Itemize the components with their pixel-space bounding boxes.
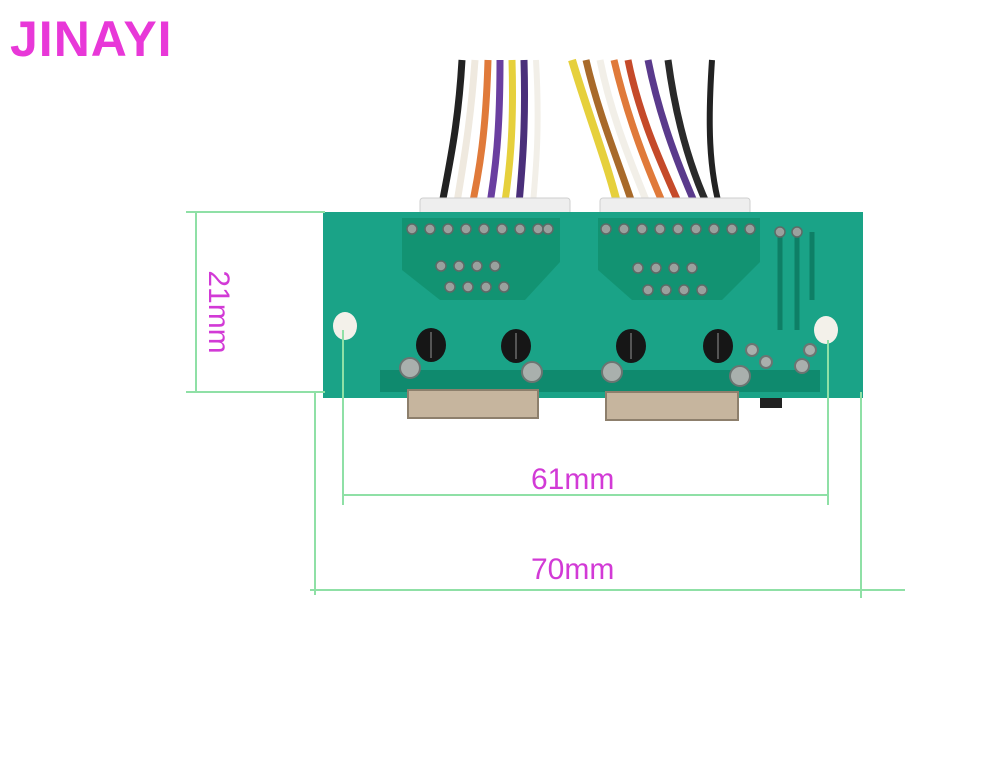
inner-width-dimension-label: 61mm — [531, 463, 615, 496]
wire-bundle-right — [568, 58, 725, 217]
large-solder-pads — [399, 343, 817, 387]
port-housing-left — [407, 389, 539, 419]
solder-pads-left — [406, 223, 554, 293]
outer-width-dimension-label: 70mm — [531, 553, 615, 586]
mounting-hole-left — [333, 312, 357, 340]
trace-region-right — [598, 218, 760, 300]
measurement-lines — [186, 211, 905, 598]
trace-region-left — [402, 218, 560, 300]
pcb-bottom-strip — [380, 370, 820, 392]
port-housing-right — [605, 391, 739, 421]
height-dimension-label: 21mm — [202, 270, 235, 354]
brand-logo-text: JINAYI — [10, 11, 173, 67]
solder-pads-right — [600, 223, 803, 296]
mounting-hole-right — [814, 316, 838, 344]
wire-bundle-left — [436, 59, 541, 216]
connector-post-slots — [430, 332, 719, 359]
trace-lines-right — [777, 232, 815, 330]
small-black-part — [760, 398, 782, 408]
